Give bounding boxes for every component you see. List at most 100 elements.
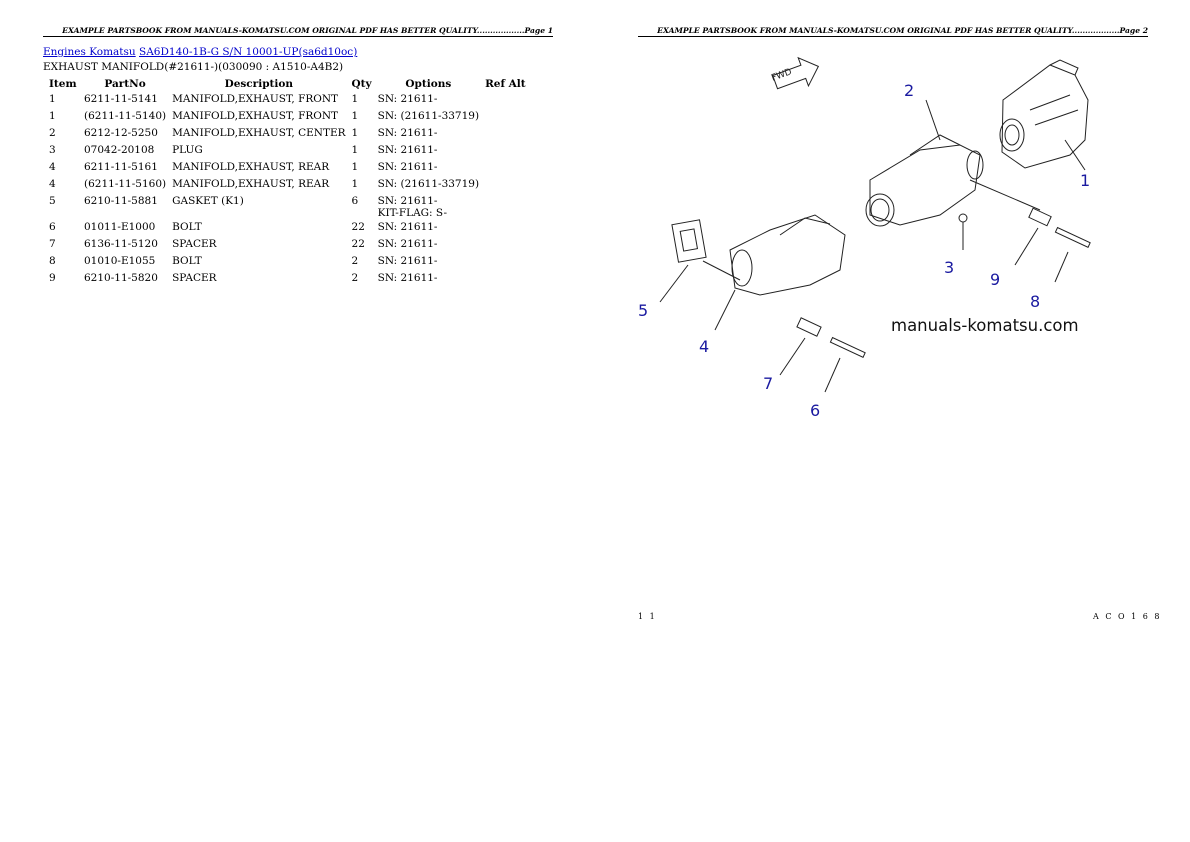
option-text: SN: 21611- bbox=[377, 144, 438, 156]
option-text: SN: 21611- bbox=[377, 272, 438, 284]
cell-item: 3 bbox=[49, 144, 56, 156]
col-qty: Qty bbox=[351, 78, 372, 90]
callout-5: 5 bbox=[638, 301, 648, 320]
spacer-bolt-front-drawing bbox=[1014, 207, 1091, 283]
cell-refalt bbox=[482, 109, 529, 126]
callout-9: 9 bbox=[990, 270, 1000, 289]
table-header-row: Item PartNo Description Qty Options Ref … bbox=[43, 76, 529, 92]
cell-item: 5 bbox=[49, 195, 56, 207]
cell-options: SN: 21611- bbox=[375, 143, 482, 160]
cell-options: SN: 21611- bbox=[375, 254, 482, 271]
footer-left-code: 1 1 bbox=[638, 612, 657, 621]
cell-refalt bbox=[482, 177, 529, 194]
cell-partno: 6136-11-5120 bbox=[84, 238, 158, 250]
cell-qty: 1 bbox=[351, 127, 359, 139]
page1-header: EXAMPLE PARTSBOOK FROM MANUALS-KOMATSU.C… bbox=[43, 26, 553, 37]
callout-7: 7 bbox=[763, 374, 773, 393]
cell-options: SN: 21611- bbox=[375, 220, 482, 237]
section-title: EXHAUST MANIFOLD(#21611-)(030090 : A1510… bbox=[43, 61, 344, 73]
cell-partno: 6210-11-5881 bbox=[84, 195, 158, 207]
manifold-front-drawing bbox=[999, 59, 1089, 171]
cell-partno: 01010-E1055 bbox=[84, 255, 156, 267]
option-text: SN: 21611- bbox=[377, 238, 438, 250]
cell-partno: 6212-12-5250 bbox=[84, 127, 158, 139]
callout-6: 6 bbox=[810, 401, 820, 420]
callout-2: 2 bbox=[904, 81, 914, 100]
cell-qty: 1 bbox=[351, 161, 359, 173]
option-text: SN: (21611-33719) bbox=[377, 110, 480, 122]
cell-item: 4 bbox=[49, 161, 56, 173]
cell-partno: 01011-E1000 bbox=[84, 221, 156, 233]
cell-item: 2 bbox=[49, 127, 56, 139]
cell-description: SPACER bbox=[172, 238, 217, 250]
cell-item: 9 bbox=[49, 272, 56, 284]
cell-description: SPACER bbox=[172, 272, 217, 284]
cell-description: MANIFOLD,EXHAUST, REAR bbox=[172, 178, 330, 190]
cell-refalt bbox=[482, 92, 529, 109]
option-text: SN: 21611- bbox=[377, 93, 438, 105]
cell-options: SN: 21611- bbox=[375, 92, 482, 109]
table-row: 1 (6211-11-5140) MANIFOLD,EXHAUST, FRONT 1 S… bbox=[43, 109, 529, 126]
callout-1: 1 bbox=[1080, 171, 1090, 190]
cell-qty: 1 bbox=[351, 178, 359, 190]
cell-qty: 1 bbox=[351, 144, 359, 156]
col-options: Options bbox=[405, 78, 452, 90]
breadcrumb-engines-link[interactable]: Engines Komatsu bbox=[43, 46, 136, 58]
table-row: 4 6211-11-5161 MANIFOLD,EXHAUST, REAR 1 SN: … bbox=[43, 160, 529, 177]
cell-refalt bbox=[482, 237, 529, 254]
option-text: SN: 21611- bbox=[377, 161, 438, 173]
callout-3: 3 bbox=[944, 258, 954, 277]
cell-refalt bbox=[482, 160, 529, 177]
cell-description: PLUG bbox=[172, 144, 203, 156]
gasket-drawing bbox=[659, 219, 741, 303]
cell-qty: 2 bbox=[351, 255, 359, 267]
cell-refalt bbox=[482, 220, 529, 237]
parts-diagram: FWD 1 2 3 4 5 6 7 8 9 bbox=[638, 56, 1091, 420]
cell-partno: (6211-11-5140) bbox=[84, 110, 167, 122]
cell-options: SN: 21611- bbox=[375, 271, 482, 288]
cell-description: MANIFOLD,EXHAUST, FRONT bbox=[172, 93, 339, 105]
cell-item: 7 bbox=[49, 238, 56, 250]
spacer-bolt-rear-drawing bbox=[779, 317, 866, 393]
cell-partno: 6211-11-5161 bbox=[84, 161, 158, 173]
cell-description: MANIFOLD,EXHAUST, REAR bbox=[172, 161, 330, 173]
cell-description: MANIFOLD,EXHAUST, FRONT bbox=[172, 110, 339, 122]
table-row: 1 6211-11-5141 MANIFOLD,EXHAUST, FRONT 1 SN:… bbox=[43, 92, 529, 109]
cell-description: BOLT bbox=[172, 255, 202, 267]
cell-description: BOLT bbox=[172, 221, 202, 233]
col-partno: PartNo bbox=[104, 78, 146, 90]
option-text: SN: 21611- bbox=[377, 127, 438, 139]
fwd-label: FWD bbox=[770, 67, 793, 84]
callout-8: 8 bbox=[1030, 292, 1040, 311]
cell-qty: 1 bbox=[351, 110, 359, 122]
col-description: Description bbox=[224, 78, 294, 90]
breadcrumb-model-link[interactable]: SA6D140-1B-G S/N 10001-UP(sa6d10oc) bbox=[139, 46, 358, 58]
cell-partno: (6211-11-5160) bbox=[84, 178, 167, 190]
watermark: manuals-komatsu.com bbox=[891, 316, 1079, 335]
cell-qty: 1 bbox=[351, 93, 359, 105]
manifold-center-drawing bbox=[865, 99, 1041, 227]
fwd-arrow-icon bbox=[772, 56, 820, 90]
cell-options: SN: 21611- bbox=[375, 160, 482, 177]
cell-options: SN: 21611- bbox=[375, 126, 482, 143]
cell-options: SN: (21611-33719) bbox=[375, 177, 482, 194]
cell-qty: 6 bbox=[351, 195, 359, 207]
option-text: SN: 21611- bbox=[377, 255, 438, 267]
callout-4: 4 bbox=[699, 337, 709, 356]
cell-partno: 6211-11-5141 bbox=[84, 93, 158, 105]
cell-item: 1 bbox=[49, 110, 56, 122]
cell-refalt bbox=[482, 254, 529, 271]
page2-header: EXAMPLE PARTSBOOK FROM MANUALS-KOMATSU.C… bbox=[638, 26, 1148, 37]
col-item: Item bbox=[49, 78, 77, 90]
cell-options: SN: (21611-33719) bbox=[375, 109, 482, 126]
cell-item: 1 bbox=[49, 93, 56, 105]
option-text: SN: 21611- bbox=[377, 221, 438, 233]
breadcrumb: Engines Komatsu SA6D140-1B-G S/N 10001-U… bbox=[43, 46, 357, 58]
